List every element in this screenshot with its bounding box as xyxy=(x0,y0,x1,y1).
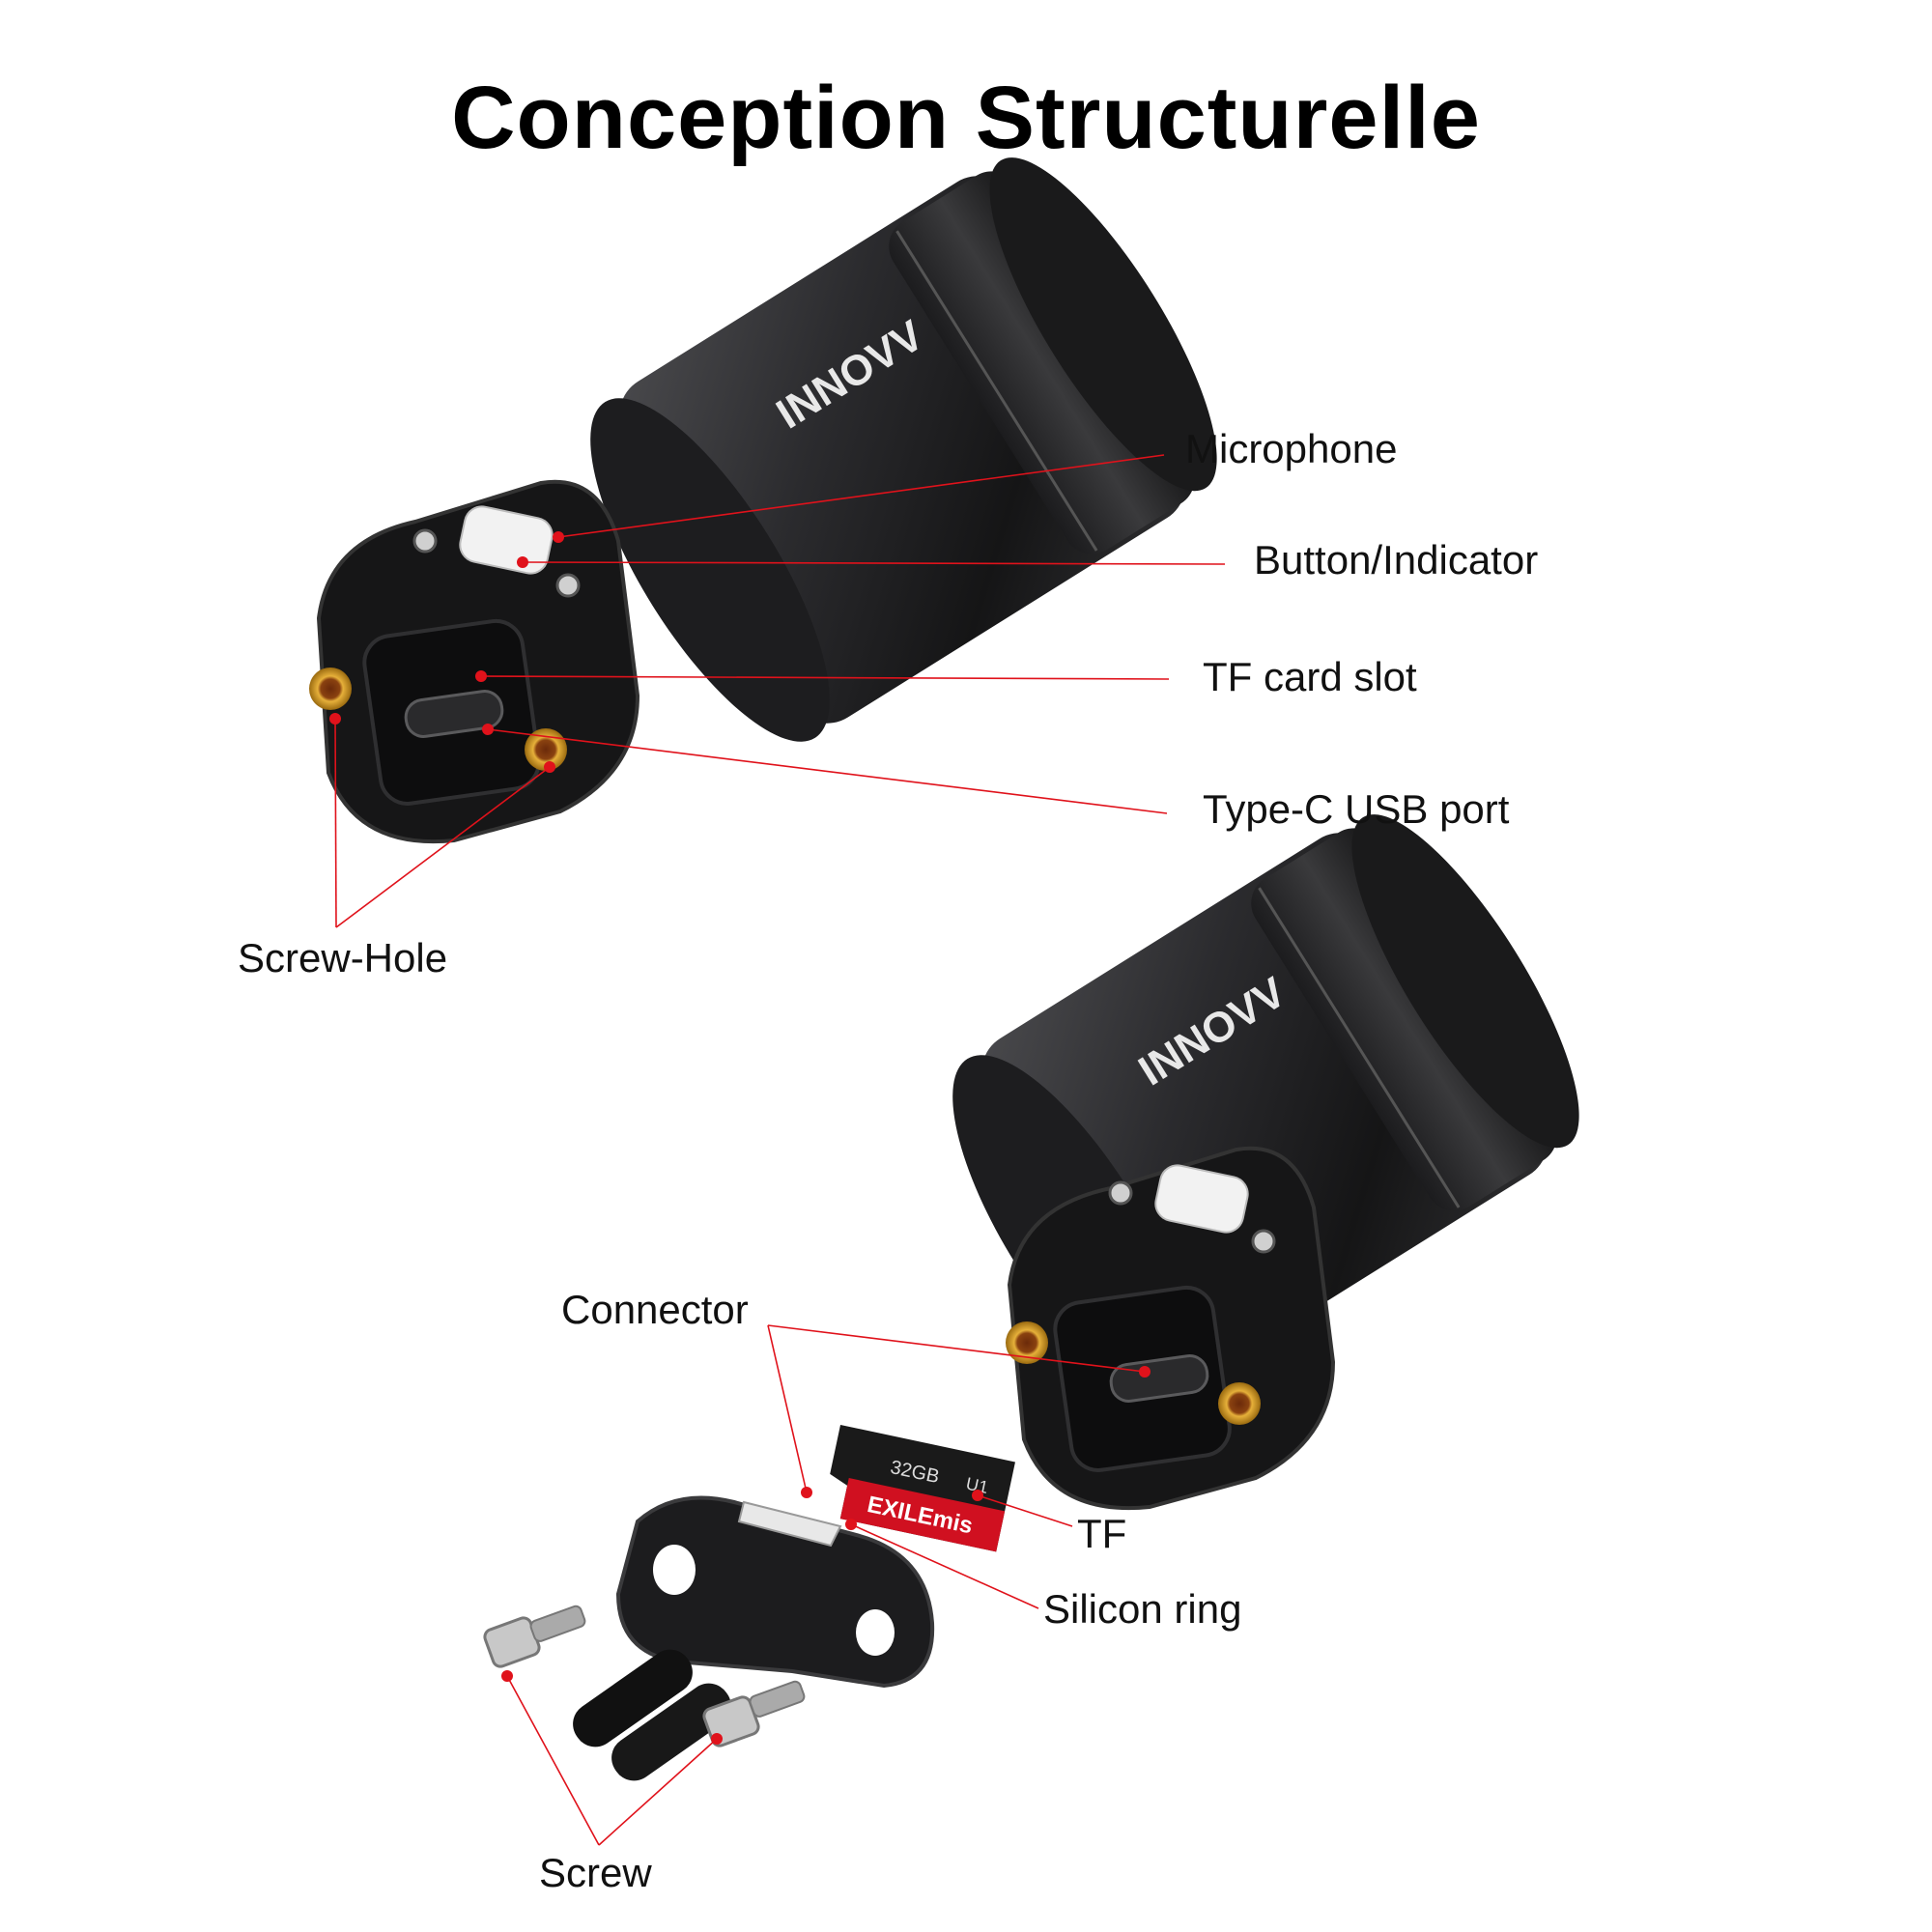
page-title: Conception Structurelle xyxy=(451,69,1481,167)
label-screw: Screw xyxy=(539,1850,652,1895)
mount-connector xyxy=(573,1495,935,1781)
label-silicon-ring: Silicon ring xyxy=(1043,1586,1242,1632)
button-indicator-top xyxy=(459,505,554,575)
screw-hole-right-top xyxy=(525,728,567,771)
label-microphone: Microphone xyxy=(1185,426,1398,471)
label-tf: TF xyxy=(1077,1511,1127,1556)
type-c-port-bottom xyxy=(1109,1354,1209,1403)
type-c-port-top xyxy=(404,690,504,738)
label-screw-hole: Screw-Hole xyxy=(238,935,448,980)
screw-hole-left-top xyxy=(309,668,352,710)
tf-card-red-band xyxy=(839,1478,1006,1552)
leader-lines xyxy=(329,454,1226,1846)
camera-bottom: INNOVV xyxy=(952,814,1579,1511)
label-type-c-usb-port: Type-C USB port xyxy=(1203,786,1510,832)
tf-card: EXILEmis 32GB U1 xyxy=(830,1425,1015,1552)
camera-top: INNOVV xyxy=(309,157,1217,844)
label-tf-card-slot: TF card slot xyxy=(1203,654,1417,699)
label-connector: Connector xyxy=(561,1287,749,1332)
silicon-ring-shape xyxy=(737,1500,842,1548)
camera-top-cap xyxy=(889,171,1195,554)
label-button-indicator: Button/Indicator xyxy=(1254,537,1539,582)
